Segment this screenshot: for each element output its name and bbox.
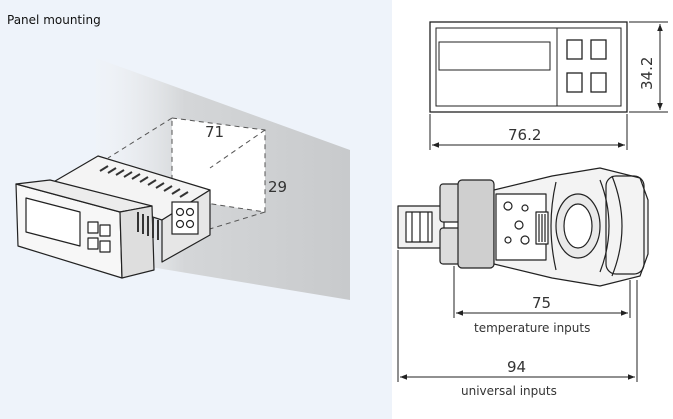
univ-depth-label: 94	[507, 358, 526, 376]
front-width-label: 76.2	[508, 126, 541, 144]
front-height-label: 34.2	[638, 57, 656, 90]
univ-caption: universal inputs	[461, 384, 557, 398]
controller-vents	[99, 165, 189, 240]
temp-caption: temperature inputs	[474, 321, 590, 335]
side-view-dimensions	[397, 250, 638, 382]
front-view-dimensions	[429, 21, 668, 150]
temp-depth-label: 75	[532, 294, 551, 312]
controller-rear-connector	[171, 201, 199, 235]
front-view	[429, 21, 628, 113]
side-view	[397, 167, 649, 287]
cutout-height-label: 29	[268, 178, 287, 196]
cutout-width-label: 71	[205, 123, 224, 141]
section-title: Panel mounting	[7, 13, 101, 27]
